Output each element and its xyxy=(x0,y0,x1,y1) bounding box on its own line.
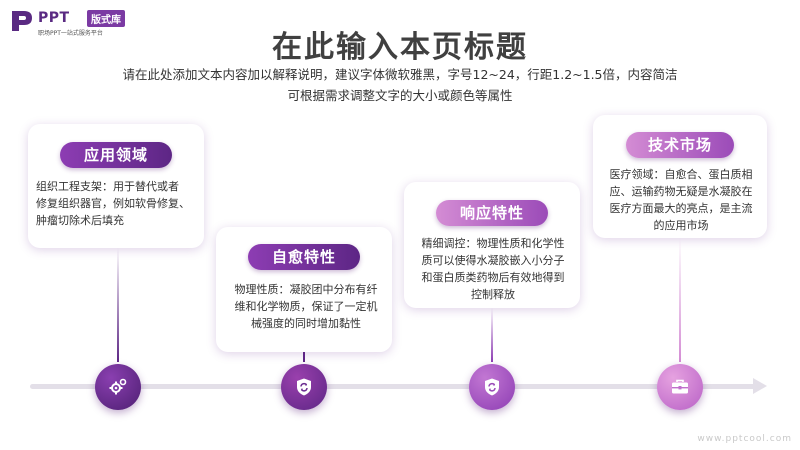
card-line: 控制释放 xyxy=(471,288,515,301)
card-line: 质可以使得水凝胶嵌入小分子 xyxy=(421,254,565,267)
logo: PPT 版式库 职场PPT一站式服务平台 xyxy=(10,9,150,37)
timeline-node-4 xyxy=(657,364,703,410)
card-body: 医疗领域：自愈合、蛋白质相 应、运输药物无疑是水凝胶在 医疗方面最大的亮点，是主… xyxy=(600,166,762,234)
card-line: 精细调控：物理性质和化学性 xyxy=(421,237,565,250)
stem-1 xyxy=(117,248,119,362)
card-line: 物理性质：凝胶团中分布有纤 xyxy=(234,283,378,296)
card-self-healing: 自愈特性 物理性质：凝胶团中分布有纤 维和化学物质，保证了一定机 械强度的同时增… xyxy=(216,227,392,352)
card-line: 肿瘤切除术后填充 xyxy=(36,214,124,227)
card-line: 修复组织器官，例如软骨修复、 xyxy=(36,197,190,210)
ppt-logo-icon xyxy=(12,11,32,31)
gears-icon xyxy=(109,378,127,395)
stem-3 xyxy=(491,308,493,362)
card-body: 物理性质：凝胶团中分布有纤 维和化学物质，保证了一定机 械强度的同时增加黏性 xyxy=(226,281,386,332)
timeline-node-3 xyxy=(469,364,515,410)
logo-badge: 版式库 xyxy=(87,10,125,27)
description-line-1: 请在此处添加文本内容加以解释说明，建议字体微软雅黑，字号12~24，行距1.2~… xyxy=(122,67,678,82)
page-description: 请在此处添加文本内容加以解释说明，建议字体微软雅黑，字号12~24，行距1.2~… xyxy=(100,64,700,106)
watermark: www.pptcool.com xyxy=(697,434,792,444)
card-title-pill: 应用领域 xyxy=(60,142,172,168)
shield-refresh-icon xyxy=(297,378,311,396)
stem-4 xyxy=(679,238,681,362)
timeline-arrow xyxy=(753,378,767,394)
card-line: 应、运输药物无疑是水凝胶在 xyxy=(609,185,753,198)
card-line: 组织工程支架：用于替代或者 xyxy=(36,180,179,193)
card-line: 医疗方面最大的亮点，是主流 xyxy=(609,202,753,215)
timeline-track xyxy=(30,384,756,389)
shield-refresh-icon xyxy=(485,378,499,396)
card-title-pill: 响应特性 xyxy=(436,200,548,226)
timeline-node-2 xyxy=(281,364,327,410)
card-body: 组织工程支架：用于替代或者 修复组织器官，例如软骨修复、 肿瘤切除术后填充 xyxy=(36,178,200,229)
logo-tagline: 职场PPT一站式服务平台 xyxy=(38,30,103,37)
card-application-field: 应用领域 组织工程支架：用于替代或者 修复组织器官，例如软骨修复、 肿瘤切除术后… xyxy=(28,124,204,248)
card-line: 械强度的同时增加黏性 xyxy=(251,317,361,330)
card-title-pill: 自愈特性 xyxy=(248,244,360,270)
card-title-pill: 技术市场 xyxy=(626,132,734,158)
card-line: 和蛋白质类药物后有效地得到 xyxy=(421,271,565,284)
card-responsive: 响应特性 精细调控：物理性质和化学性 质可以使得水凝胶嵌入小分子 和蛋白质类药物… xyxy=(404,182,580,308)
card-line: 医疗领域：自愈合、蛋白质相 xyxy=(609,168,753,181)
card-body: 精细调控：物理性质和化学性 质可以使得水凝胶嵌入小分子 和蛋白质类药物后有效地得… xyxy=(412,235,574,303)
toolbox-icon xyxy=(672,379,688,394)
card-line: 维和化学物质，保证了一定机 xyxy=(234,300,378,313)
logo-brand: PPT xyxy=(38,10,70,26)
description-line-2: 可根据需求调整文字的大小或颜色等属性 xyxy=(287,88,513,103)
card-line: 的应用市场 xyxy=(653,219,709,232)
card-tech-market: 技术市场 医疗领域：自愈合、蛋白质相 应、运输药物无疑是水凝胶在 医疗方面最大的… xyxy=(593,115,767,238)
stem-2 xyxy=(303,352,305,362)
page-title: 在此输入本页标题 xyxy=(272,30,528,65)
timeline-node-1 xyxy=(95,364,141,410)
